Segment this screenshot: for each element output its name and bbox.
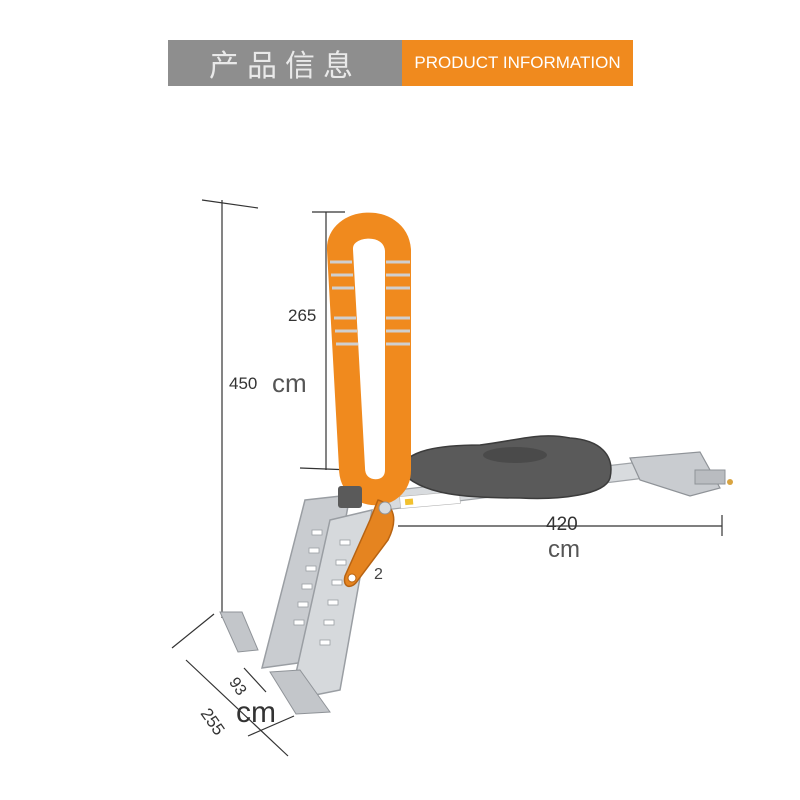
seat-length-unit: cm — [548, 536, 580, 563]
total-height-unit: cm — [272, 368, 307, 398]
seat-cushion — [399, 435, 612, 500]
seat-length-value: 420 — [546, 514, 578, 535]
section-title-cn: 产品信息 — [168, 40, 402, 86]
total-height-value: 450 — [229, 374, 258, 393]
dimension-lines — [171, 199, 723, 757]
handle-height-value: 265 — [288, 306, 317, 325]
section-header: 产品信息 PRODUCT INFORMATION — [168, 40, 633, 86]
foot-frame — [219, 494, 373, 715]
marker-label: 2 — [374, 566, 383, 583]
section-title-en: PRODUCT INFORMATION — [402, 40, 633, 86]
release-lever — [343, 499, 395, 588]
foot-unit: cm — [236, 696, 276, 729]
orange-handle — [327, 212, 411, 508]
